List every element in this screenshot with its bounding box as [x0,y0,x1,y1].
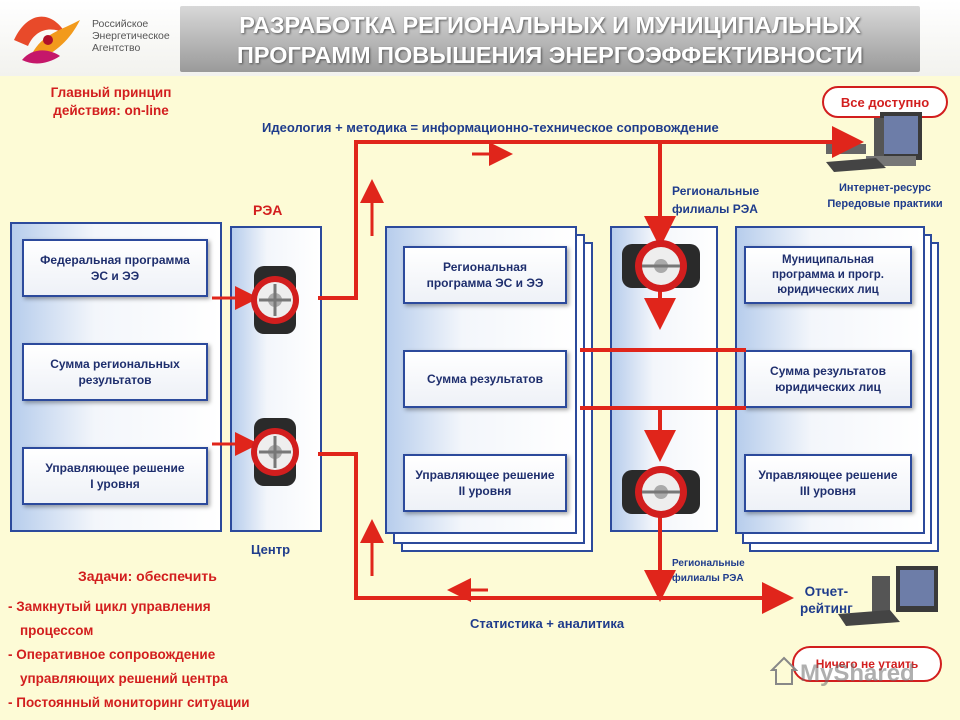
ideology-label: Идеология + методика = информационно-тех… [262,120,719,135]
regional-program-box: Региональная программа ЭС и ЭЭ [403,246,567,304]
report-rating-label: Отчет- рейтинг [800,583,853,617]
task-item: - Оперативное сопровождение управляющих р… [8,645,308,689]
decision-level1-box: Управляющее решение I уровня [22,447,208,505]
rea-label: РЭА [253,202,283,218]
decision-2-line-2: II уровня [458,484,512,498]
internet-line-1: Интернет-ресурс [838,182,932,194]
logo-icon [14,16,80,64]
house-icon [770,656,798,685]
reg-program-line-1: Региональная [443,260,527,274]
statistics-label: Статистика + аналитика [470,616,625,631]
gear-icon-rea-top [251,266,299,334]
gear-icon-branch-top [622,240,700,292]
regional-sum-line-1: Сумма региональных [50,357,180,371]
watermark-brand: MyShared [800,660,915,687]
task-1-line-2: процессом [20,623,94,638]
nothing-hide-badge: Ничего не утаить [792,646,942,682]
principle-text: Главный принцип действия: on-line [26,84,196,120]
results-sum-box: Сумма результатов [403,350,567,408]
report-line-1: Отчет- [804,584,849,599]
decision-1-line-2: I уровня [90,477,140,491]
reg-program-line-2: программа ЭС и ЭЭ [426,276,544,290]
federal-line-1: Федеральная программа [40,253,190,267]
internet-resource-text: Интернет-ресурс Передовые практики [812,180,958,212]
regional-branches-bottom: Региональные филиалы РЭА [672,556,745,586]
logo-text: Российское Энергетическое Агентство [92,18,170,54]
tasks-heading: Задачи: обеспечить [78,568,217,584]
task-item: - Постоянный мониторинг ситуации [8,693,308,713]
decision-1-line-1: Управляющее решение [45,461,185,475]
regional-sum-line-2: результатов [78,373,152,387]
branches-bottom-line-1: Региональные [672,558,745,569]
regional-branches-top: Региональные филиалы РЭА [672,182,759,218]
regional-sum-box: Сумма региональных результатов [22,343,208,401]
decision-3-line-1: Управляющее решение [758,468,898,482]
report-line-2: рейтинг [800,601,853,616]
municipal-line-3: юридических лиц [777,283,879,296]
logo-line-1: Российское [92,18,149,30]
internet-line-2: Передовые практики [827,198,943,210]
municipal-line-1: Муниципальная [782,253,874,266]
legal-sum-line-2: юридических лиц [775,380,881,394]
gear-icon-branch-bottom [622,466,700,518]
legal-sum-line-1: Сумма результатов [770,364,886,378]
results-sum-line-1: Сумма результатов [427,372,543,386]
title-band [180,6,920,72]
principle-line-2: действия: on-line [53,103,169,118]
task-3-line-1: - Постоянный мониторинг ситуации [8,695,250,710]
task-1-line-1: - Замкнутый цикл управления [8,599,211,614]
municipal-program-box: Муниципальная программа и прогр. юридическ… [744,246,912,304]
page-title: РАЗРАБОТКА РЕГИОНАЛЬНЫХ И МУНИЦИПАЛЬНЫХ … [180,10,920,70]
computer-icon-bottom [838,566,938,626]
decision-3-line-2: III уровня [799,484,857,498]
federal-program-box: Федеральная программа ЭС и ЭЭ [22,239,208,297]
task-item: - Замкнутый цикл управления процессом [8,597,308,641]
gear-icon-rea-bottom [251,418,299,486]
branches-bottom-line-2: филиалы РЭА [672,573,744,584]
logo-line-3: Агентство [92,42,141,54]
tasks-list: - Замкнутый цикл управления процессом - О… [8,597,308,717]
decision-2-line-1: Управляющее решение [415,468,555,482]
task-2-line-2: управляющих решений центра [20,671,228,686]
center-label: Центр [251,542,291,557]
logo-line-2: Энергетическое [92,30,170,42]
principle-line-1: Главный принцип [50,85,172,100]
title-line-2: ПРОГРАММ ПОВЫШЕНИЯ ЭНЕРГОЭФФЕКТИВНОСТИ [236,42,864,68]
municipal-line-2: программа и прогр. [772,268,884,281]
decision-level2-box: Управляющее решение II уровня [403,454,567,512]
branches-top-line-2: филиалы РЭА [672,202,758,216]
legal-results-sum-box: Сумма результатов юридических лиц [744,350,912,408]
task-2-line-1: - Оперативное сопровождение [8,647,216,662]
federal-line-2: ЭС и ЭЭ [90,269,140,283]
branches-top-line-1: Региональные [672,184,760,198]
title-line-1: РАЗРАБОТКА РЕГИОНАЛЬНЫХ И МУНИЦИПАЛЬНЫХ [239,12,861,38]
